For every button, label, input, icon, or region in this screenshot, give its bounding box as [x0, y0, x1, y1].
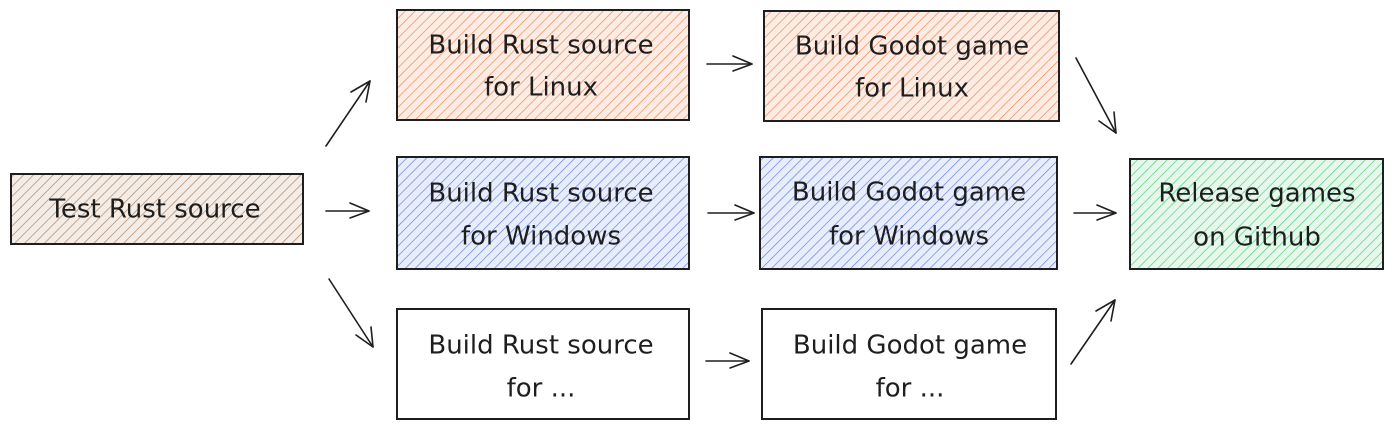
node-border	[396, 308, 690, 420]
node-label-line2: on Github	[1193, 223, 1321, 253]
node-label-line2: for Linux	[484, 73, 598, 103]
node-build-rust-windows: Build Rust source for Windows	[396, 156, 690, 270]
node-label-line1: Release games	[1158, 179, 1355, 209]
arrow-rust-windows-to-godot-windows	[707, 204, 755, 221]
arrow-rust-other-to-godot-other	[705, 352, 750, 369]
node-label-line1: Build Rust source	[428, 31, 653, 61]
arrow-godot-windows-to-release	[1073, 204, 1117, 221]
node-release-github: Release games on Github	[1129, 158, 1384, 270]
node-hatch	[760, 157, 1057, 269]
node-border	[759, 156, 1058, 270]
node-build-godot-linux: Build Godot game for Linux	[763, 10, 1060, 122]
node-build-godot-other: Build Godot game for ...	[761, 308, 1057, 420]
node-label-line2: for Windows	[461, 222, 621, 252]
node-border	[396, 156, 690, 270]
node-label-line2: for Linux	[855, 74, 969, 104]
node-hatch	[1130, 159, 1383, 269]
arrow-test-to-rust-linux	[325, 80, 371, 147]
arrow-test-to-rust-other	[328, 278, 374, 348]
node-build-godot-windows: Build Godot game for Windows	[759, 156, 1058, 270]
node-label-line2: for ...	[507, 374, 576, 404]
node-hatch	[11, 174, 303, 244]
arrow-rust-linux-to-godot-linux	[706, 55, 753, 72]
node-border	[1129, 158, 1384, 270]
node-border	[396, 9, 690, 121]
node-build-rust-linux: Build Rust source for Linux	[396, 9, 690, 121]
node-label-line1: Build Rust source	[428, 179, 653, 209]
arrow-godot-linux-to-release	[1075, 57, 1117, 134]
node-build-rust-other: Build Rust source for ...	[396, 308, 690, 420]
node-border	[761, 308, 1057, 420]
node-label: Test Rust source	[48, 195, 260, 225]
node-test-rust-source: Test Rust source	[10, 173, 304, 245]
node-hatch	[397, 10, 689, 120]
node-label-line1: Build Godot game	[792, 178, 1026, 208]
node-label-line1: Build Godot game	[793, 331, 1027, 361]
node-label-line2: for ...	[876, 374, 945, 404]
node-label-line1: Build Rust source	[428, 331, 653, 361]
node-border	[10, 173, 304, 245]
node-label-line1: Build Godot game	[795, 32, 1029, 62]
node-border	[763, 10, 1060, 122]
arrow-test-to-rust-windows	[325, 202, 370, 219]
node-hatch	[397, 157, 689, 269]
node-label-line2: for Windows	[829, 222, 989, 252]
node-hatch	[764, 11, 1059, 121]
arrow-godot-other-to-release	[1070, 299, 1116, 365]
